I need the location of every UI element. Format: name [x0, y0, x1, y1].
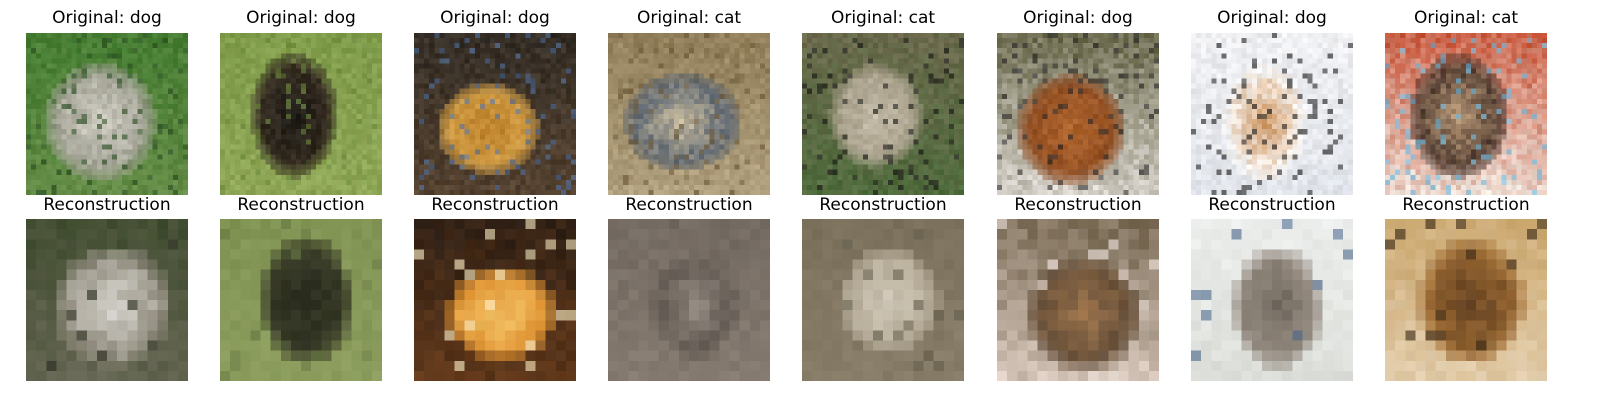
original-image — [1191, 33, 1353, 195]
reconstruction-cell: Reconstruction — [220, 0, 382, 400]
original-title: Original: dog — [1217, 8, 1327, 28]
original-image — [26, 33, 188, 195]
original-cell: Original: dog — [414, 0, 576, 200]
original-cell: Original: cat — [1385, 0, 1547, 200]
reconstruction-title: Reconstruction — [1014, 195, 1142, 215]
reconstruction-image — [26, 219, 188, 381]
reconstruction-cell: Reconstruction — [26, 0, 188, 400]
reconstruction-image — [997, 219, 1159, 381]
original-image — [997, 33, 1159, 195]
reconstruction-cell: Reconstruction — [414, 0, 576, 400]
original-title: Original: dog — [52, 8, 162, 28]
original-image — [220, 33, 382, 195]
original-title: Original: cat — [830, 8, 936, 28]
original-cell: Original: cat — [608, 0, 770, 200]
original-title: Original: dog — [246, 8, 356, 28]
reconstruction-image — [414, 219, 576, 381]
reconstruction-image — [608, 219, 770, 381]
reconstruction-cell: Reconstruction — [1385, 0, 1547, 400]
reconstruction-cell: Reconstruction — [802, 0, 964, 400]
original-cell: Original: dog — [220, 0, 382, 200]
original-cell: Original: dog — [26, 0, 188, 200]
reconstruction-image — [1385, 219, 1547, 381]
reconstruction-title: Reconstruction — [1402, 195, 1530, 215]
original-image — [802, 33, 964, 195]
original-title: Original: dog — [440, 8, 550, 28]
original-cell: Original: cat — [802, 0, 964, 200]
reconstruction-title: Reconstruction — [43, 195, 171, 215]
original-title: Original: dog — [1023, 8, 1133, 28]
original-cell: Original: dog — [1191, 0, 1353, 200]
reconstruction-title: Reconstruction — [1208, 195, 1336, 215]
reconstruction-title: Reconstruction — [431, 195, 559, 215]
reconstruction-image — [802, 219, 964, 381]
reconstruction-cell: Reconstruction — [608, 0, 770, 400]
original-cell: Original: dog — [997, 0, 1159, 200]
original-title: Original: cat — [636, 8, 742, 28]
reconstruction-image — [220, 219, 382, 381]
reconstruction-title: Reconstruction — [625, 195, 753, 215]
reconstruction-image — [1191, 219, 1353, 381]
original-title: Original: cat — [1413, 8, 1519, 28]
original-image — [608, 33, 770, 195]
reconstruction-cell: Reconstruction — [997, 0, 1159, 400]
reconstruction-title: Reconstruction — [237, 195, 365, 215]
original-image — [414, 33, 576, 195]
reconstruction-title: Reconstruction — [819, 195, 947, 215]
original-image — [1385, 33, 1547, 195]
reconstruction-cell: Reconstruction — [1191, 0, 1353, 400]
